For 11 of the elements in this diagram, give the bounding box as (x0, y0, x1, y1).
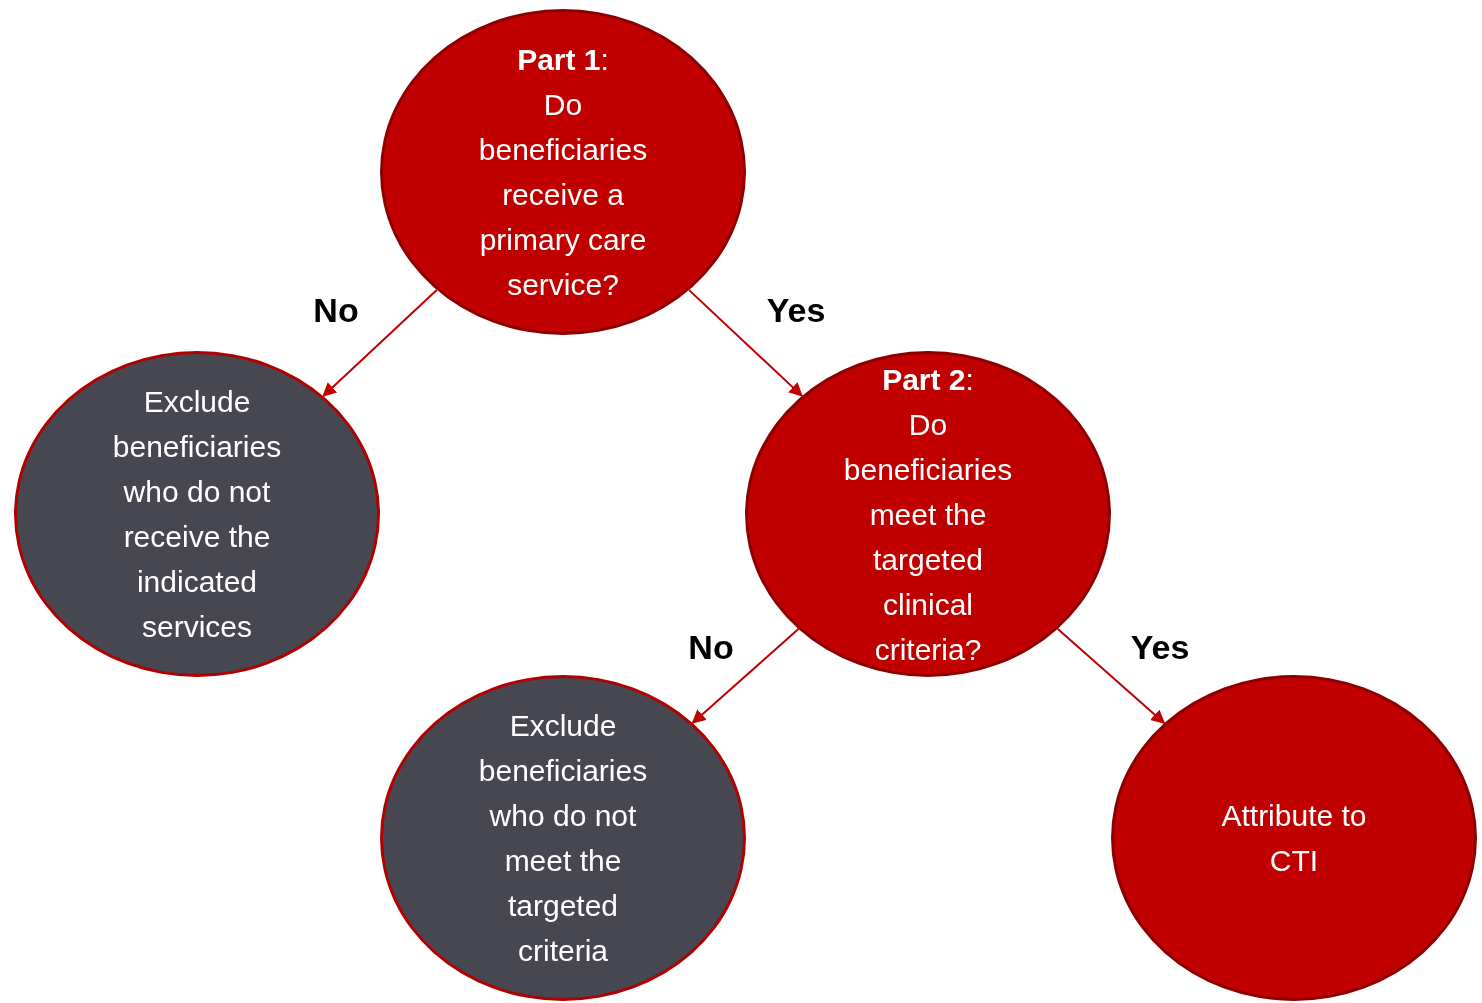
arrow (691, 628, 800, 724)
arrow (1056, 627, 1166, 725)
arrow (688, 289, 803, 397)
arrow (322, 289, 438, 397)
node-text: Exclude beneficiaries who do not receive the indicated services (111, 384, 283, 645)
node-text: Part 2: (881, 361, 975, 398)
node-text: Part 1: (516, 42, 610, 78)
node-text: Do beneficiaries meet the targeted clinical criteria? (842, 406, 1014, 668)
node-text: Exclude beneficiaries who do not meet the targeted criteria (477, 708, 649, 969)
node-text: Attribute to CTI (1220, 798, 1368, 879)
node-text: Do beneficiaries receive a primary care service? (477, 87, 649, 303)
